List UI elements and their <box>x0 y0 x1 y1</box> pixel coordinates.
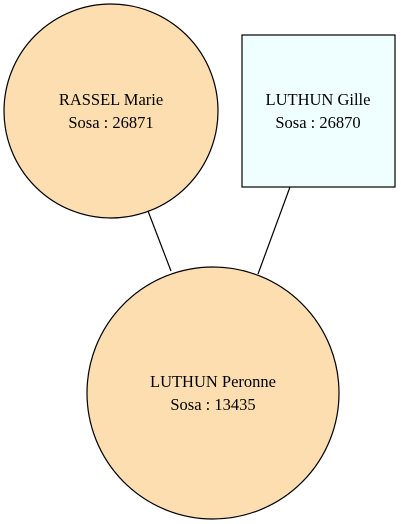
node-rassel-marie[interactable]: RASSEL Marie Sosa : 26871 <box>3 3 219 219</box>
node-luthun-peronne-sosa: Sosa : 13435 <box>170 395 255 414</box>
node-luthun-peronne[interactable]: LUTHUN Peronne Sosa : 13435 <box>86 266 340 520</box>
node-luthun-gille[interactable]: LUTHUN Gille Sosa : 26870 <box>241 34 396 188</box>
node-luthun-gille-shape <box>241 34 396 188</box>
node-luthun-gille-sosa: Sosa : 26870 <box>275 113 360 132</box>
node-luthun-peronne-name: LUTHUN Peronne <box>150 372 276 391</box>
node-rassel-marie-name: RASSEL Marie <box>59 90 163 109</box>
edge-rassel-marie-to-luthun-peronne <box>147 210 172 272</box>
edge-luthun-gille-to-luthun-peronne <box>257 186 291 275</box>
node-rassel-marie-shape <box>3 3 219 219</box>
node-luthun-gille-name: LUTHUN Gille <box>266 90 371 109</box>
node-rassel-marie-sosa: Sosa : 26871 <box>68 113 153 132</box>
node-luthun-peronne-shape <box>86 266 340 520</box>
